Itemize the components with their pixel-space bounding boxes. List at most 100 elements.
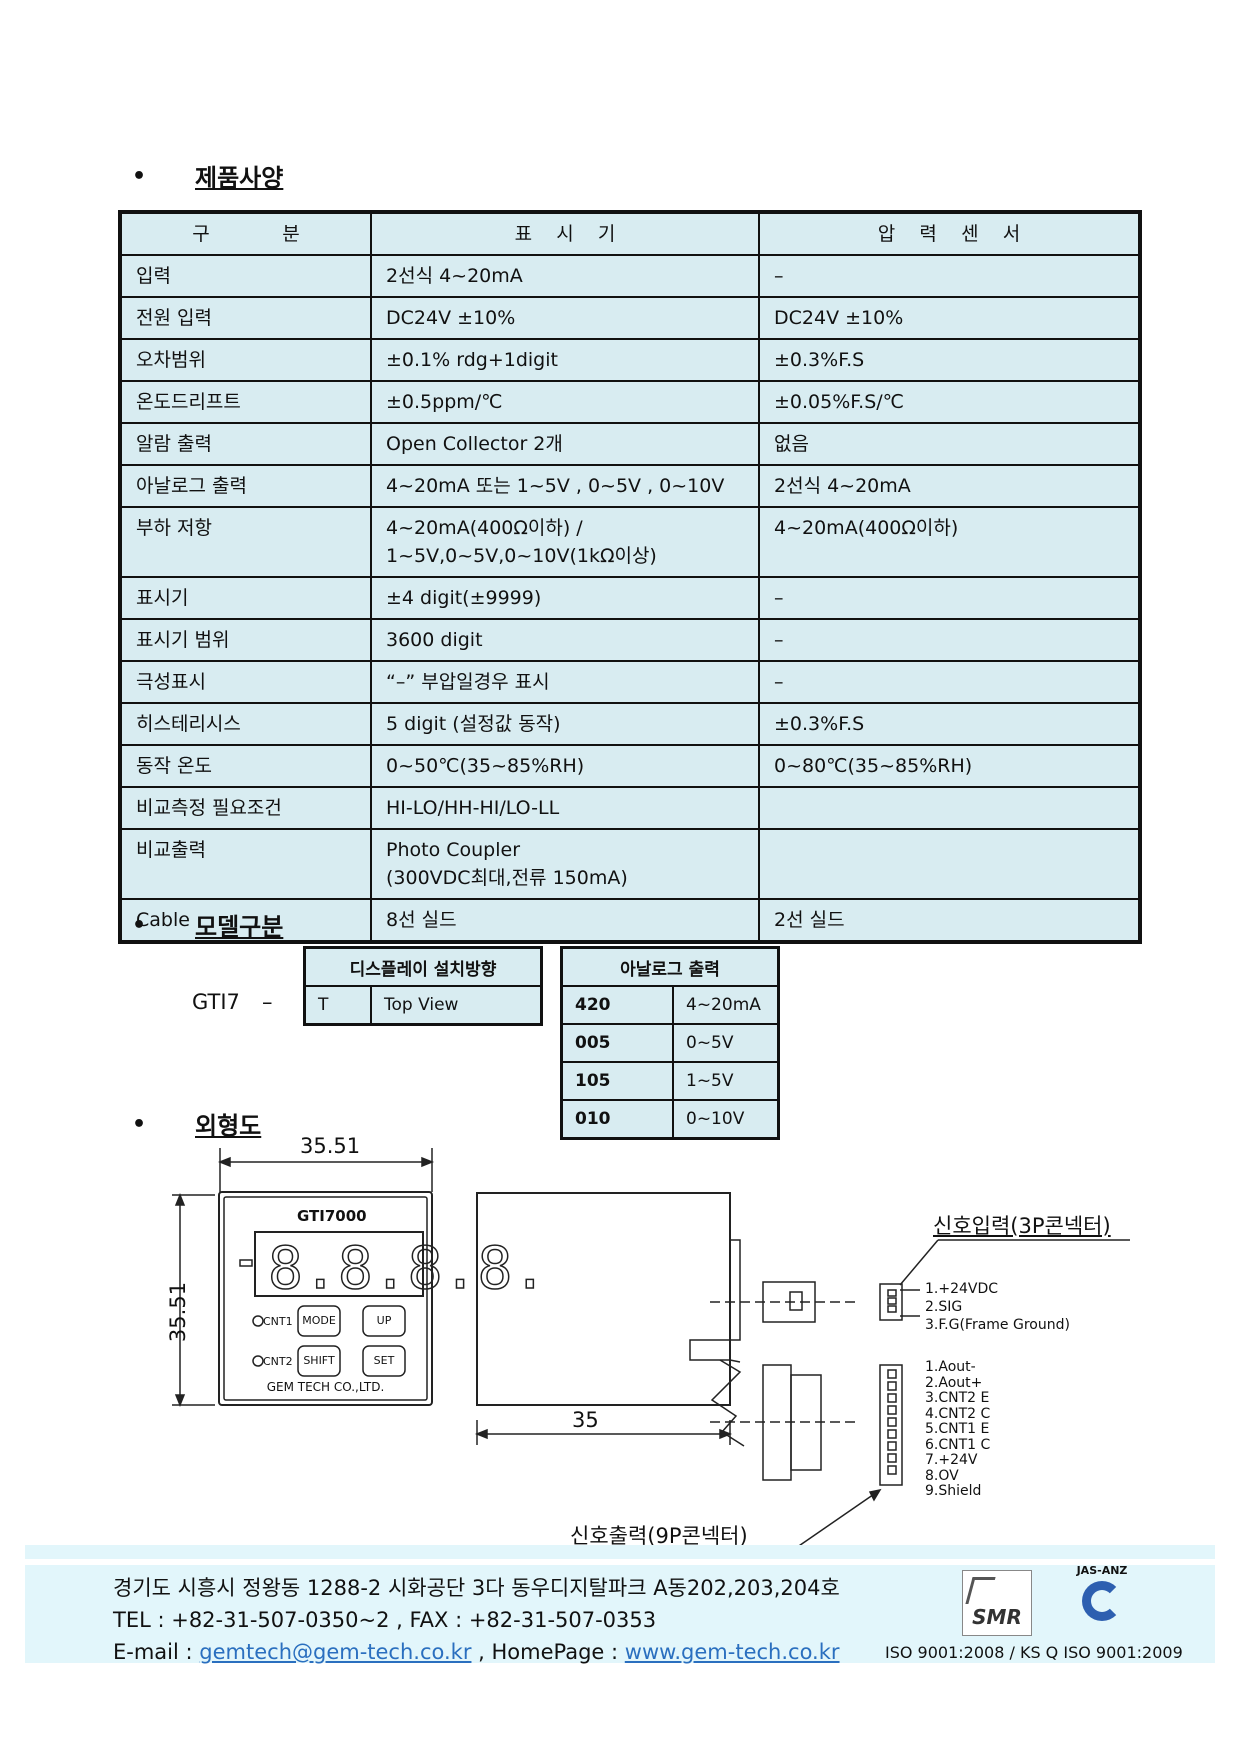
- list-item: 1.Aout-: [925, 1359, 976, 1375]
- desc-cell: Top View: [370, 985, 543, 1026]
- list-item: 6.CNT1 C: [925, 1436, 991, 1453]
- spec-display-cell: DC24V ±10%: [370, 296, 760, 340]
- up-button-label: UP: [376, 1314, 392, 1327]
- spec-sensor-cell: –: [758, 254, 1141, 298]
- led-cnt1-label: CNT1: [263, 1315, 293, 1328]
- list-item: 2.SIG: [925, 1299, 963, 1315]
- spec-display-cell: 2선식 4~20mA: [370, 254, 760, 298]
- spec-label-cell: 오차범위: [119, 338, 372, 382]
- footer-stripe: [25, 1545, 1215, 1559]
- smr-logo-text: SMR: [972, 1605, 1022, 1629]
- list-item: 8.OV: [925, 1467, 959, 1484]
- spec-sensor-cell: 2선 실드: [758, 898, 1141, 943]
- list-item: 9.Shield: [925, 1483, 982, 1499]
- spec-sensor-cell: ±0.05%F.S/℃: [758, 380, 1141, 424]
- spec-sensor-cell: –: [758, 576, 1141, 620]
- spec-label-cell: 극성표시: [119, 660, 372, 704]
- spec-label-cell: 표시기: [119, 576, 372, 620]
- input-connector-label: 신호입력(3P콘넥터): [933, 1214, 1111, 1238]
- spec-label-cell: 아날로그 출력: [119, 464, 372, 508]
- spec-header-row: 구 분 표 시 기 압 력 센 서: [119, 211, 1141, 256]
- list-item: 3.CNT2 E: [925, 1390, 990, 1406]
- desc-cell: 1~5V: [672, 1061, 780, 1101]
- display-direction-header: 디스플레이 설치방향: [303, 946, 543, 987]
- desc-cell: 0~10V: [672, 1099, 780, 1140]
- display-direction-table: 디스플레이 설치방향 T Top View: [303, 946, 543, 1026]
- table-row: 오차범위±0.1% rdg+1digit±0.3%F.S: [119, 338, 1141, 382]
- footer-contact: E-mail : gemtech@gem-tech.co.kr , HomePa…: [113, 1636, 840, 1668]
- footer-tel-fax: TEL : +82-31-507-0350~2 , FAX : +82-31-5…: [113, 1608, 657, 1632]
- output-pin-list: 1.Aout- 2.Aout+ 3.CNT2 E 4.CNT2 C 5.CNT1…: [925, 1359, 991, 1500]
- section-title-spec: 제품사양: [195, 164, 284, 192]
- spec-sensor-cell: –: [758, 618, 1141, 662]
- homepage-link[interactable]: www.gem-tech.co.kr: [624, 1640, 840, 1664]
- spec-display-cell: ±0.5ppm/℃: [370, 380, 760, 424]
- spec-display-cell: 0~50℃(35~85%RH): [370, 744, 760, 788]
- spec-display-cell: 4~20mA(400Ω이하) / 1~5V,0~5V,0~10V(1kΩ이상): [370, 506, 760, 578]
- spec-label-cell: 동작 온도: [119, 744, 372, 788]
- spec-sensor-cell: [758, 828, 1141, 900]
- table-row: T Top View: [303, 985, 543, 1026]
- spec-display-cell: “–” 부압일경우 표시: [370, 660, 760, 704]
- spec-label-cell: 전원 입력: [119, 296, 372, 340]
- spec-sensor-cell: ±0.3%F.S: [758, 702, 1141, 746]
- jas-anz-logo: JAS-ANZ: [1068, 1564, 1136, 1636]
- email-link[interactable]: gemtech@gem-tech.co.kr: [199, 1640, 472, 1664]
- code-cell: 005: [560, 1023, 674, 1063]
- spec-sensor-cell: 4~20mA(400Ω이하): [758, 506, 1141, 578]
- table-row: 표시기±4 digit(±9999)–: [119, 576, 1141, 620]
- bullet: •: [132, 164, 147, 189]
- spec-label-cell: 비교출력: [119, 828, 372, 900]
- spec-label-cell: 온도드리프트: [119, 380, 372, 424]
- section-title-outline: 외형도: [195, 1112, 262, 1140]
- spec-label-cell: 입력: [119, 254, 372, 298]
- footer-address: 경기도 시흥시 정왕동 1288-2 시화공단 3다 동우디지탈파크 A동202…: [113, 1576, 840, 1600]
- code-cell: T: [303, 985, 372, 1026]
- email-label: E-mail :: [113, 1640, 200, 1664]
- dimension-height: 35.51: [166, 1281, 191, 1343]
- spec-display-cell: Photo Coupler (300VDC최대,전류 150mA): [370, 828, 760, 900]
- table-row: 온도드리프트±0.5ppm/℃±0.05%F.S/℃: [119, 380, 1141, 424]
- spec-sensor-cell: 없음: [758, 422, 1141, 466]
- spec-display-cell: ±4 digit(±9999): [370, 576, 760, 620]
- jas-anz-emblem: [1082, 1581, 1122, 1621]
- spec-header-category: 구 분: [119, 211, 372, 256]
- led-cnt2-label: CNT2: [263, 1355, 293, 1368]
- list-item: 4.CNT2 C: [925, 1405, 991, 1422]
- spec-sensor-cell: ±0.3%F.S: [758, 338, 1141, 382]
- list-item: 1.+24VDC: [925, 1281, 999, 1297]
- spec-header-sensor: 압 력 센 서: [758, 211, 1141, 256]
- list-item: 3.F.G(Frame Ground): [925, 1317, 1070, 1333]
- spec-sensor-cell: –: [758, 660, 1141, 704]
- mode-button-label: MODE: [302, 1314, 336, 1327]
- spec-label-cell: 비교측정 필요조건: [119, 786, 372, 830]
- spec-label-cell: 표시기 범위: [119, 618, 372, 662]
- bullet: •: [132, 913, 147, 938]
- list-item: 2.Aout+: [925, 1374, 983, 1391]
- dimension-width: 35.51: [300, 1134, 361, 1158]
- desc-cell: 4~20mA: [672, 985, 780, 1025]
- spec-display-cell: ±0.1% rdg+1digit: [370, 338, 760, 382]
- model-dash: –: [262, 990, 273, 1014]
- spec-sensor-cell: 0~80℃(35~85%RH): [758, 744, 1141, 788]
- analog-output-header: 아날로그 출력: [560, 946, 780, 987]
- spec-display-cell: 4~20mA 또는 1~5V , 0~5V , 0~10V: [370, 464, 760, 508]
- set-button-label: SET: [373, 1354, 395, 1367]
- output-connector-label: 신호출력(9P콘넥터): [570, 1524, 748, 1548]
- list-item: 5.CNT1 E: [925, 1421, 990, 1437]
- maker-label: GEM TECH CO.,LTD.: [266, 1380, 385, 1394]
- spec-label-cell: Cable: [119, 898, 372, 943]
